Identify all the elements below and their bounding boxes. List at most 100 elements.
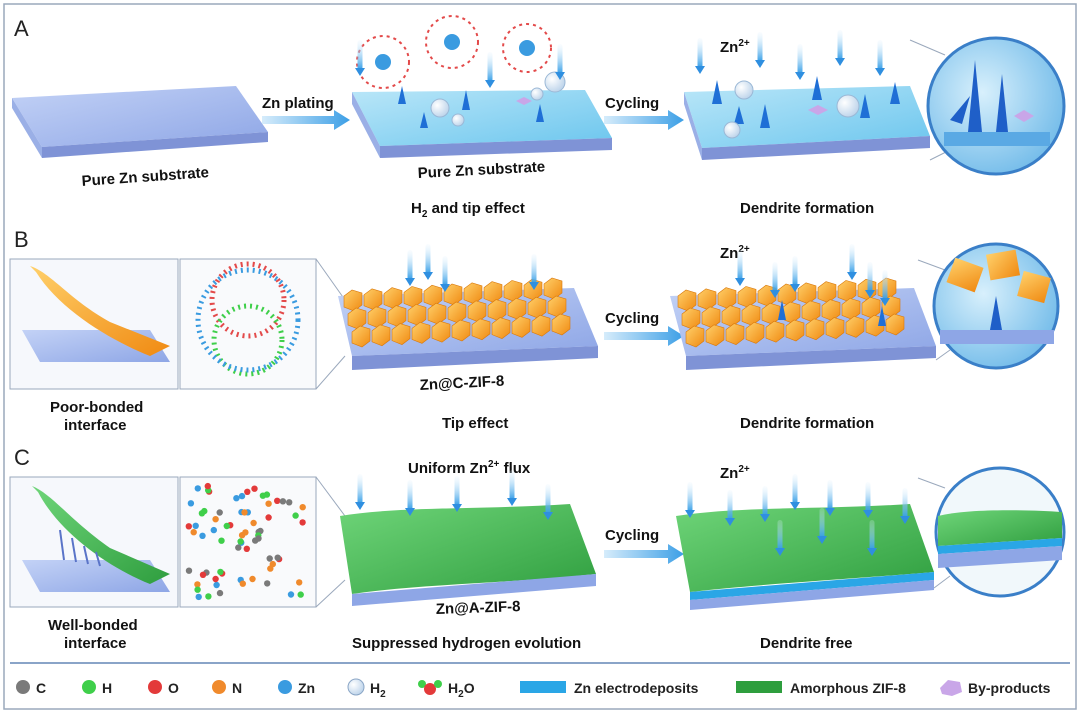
- interface-label-b1: Poor-bonded: [50, 399, 143, 416]
- process-arrow-a2: [604, 110, 684, 130]
- zn-ion-drop-tip: [685, 510, 695, 518]
- zif8-crystal: [463, 282, 483, 305]
- atom-dot: [299, 504, 306, 511]
- zn-ion-drop: [877, 40, 883, 70]
- zif8-crystal: [543, 277, 563, 300]
- zif8-crystal: [423, 284, 443, 307]
- zif8-crystal: [343, 289, 363, 312]
- zoom-line-a1: [909, 39, 946, 56]
- zn-ion-drop-tip: [543, 512, 553, 520]
- interface-label-b2: interface: [64, 417, 127, 434]
- zn-ion-drop-tip: [405, 278, 415, 286]
- panel-c-letter: C: [14, 445, 30, 470]
- panel-c: C Well-bonded interface Uniform Zn2+ flu…: [9, 445, 1066, 652]
- zoom-circle-b: [932, 242, 1060, 370]
- interface-label-c1: Well-bonded: [48, 617, 138, 634]
- atom-dot: [185, 567, 193, 574]
- zif8-crystal: [467, 300, 487, 323]
- zn-ion-drop-tip: [875, 68, 885, 76]
- amorphous-atoms-illustration: [185, 482, 306, 601]
- zn-ion-drop: [407, 250, 413, 280]
- atom-dot: [286, 499, 293, 506]
- atom-dot: [274, 554, 281, 561]
- zn-ion-drop-tip: [485, 80, 495, 88]
- atom-dot: [265, 500, 272, 507]
- zif8-crystal: [491, 317, 511, 339]
- atom-dot: [194, 485, 201, 492]
- zn-ion-drop: [777, 520, 783, 550]
- atom-dot: [239, 580, 246, 587]
- atom-dot: [216, 509, 223, 516]
- byproduct-hexagon-icon: [940, 680, 962, 696]
- atom-dot: [266, 555, 273, 562]
- zoom-circle-a: [926, 36, 1066, 176]
- legend-label: By-products: [968, 680, 1051, 696]
- atom-dot: [237, 538, 244, 545]
- zn-ion-drop: [697, 38, 703, 68]
- zif8-crystal: [685, 325, 705, 348]
- zn-ion-drop-tip: [355, 68, 365, 76]
- zn-ion-drop: [407, 480, 413, 510]
- pure-zn-slab: [12, 86, 268, 158]
- atom-dot: [251, 485, 258, 492]
- zn-ion-drop-tip: [423, 272, 433, 280]
- zif8-crystal: [701, 306, 721, 329]
- zn-ion-drop: [557, 44, 563, 74]
- zif8-crystal: [817, 281, 837, 303]
- zn-ion-drop-tip: [355, 502, 365, 510]
- poor-bonded-interface-illustration: [22, 266, 170, 362]
- zn-ion-flux-drops: [355, 30, 910, 556]
- atom-dot: [218, 537, 225, 544]
- atom-dot: [249, 575, 256, 583]
- atom-dot: [242, 529, 249, 536]
- caption-a2: Dendrite formation: [740, 200, 874, 217]
- zif8-crystal: [677, 289, 697, 312]
- legend-label: H2O: [448, 680, 475, 700]
- atom-dot: [297, 591, 304, 598]
- ion-label-a: Zn2+: [720, 38, 750, 56]
- zif8-crystal: [511, 316, 531, 338]
- zif8-crystal: [487, 299, 507, 321]
- zn-ion-drop: [792, 474, 798, 504]
- zif8-crystal: [825, 317, 845, 339]
- zn-ion-drop: [545, 484, 551, 514]
- atom-dot: [223, 522, 230, 530]
- zif8-crystal: [391, 323, 411, 345]
- zif8-crystal: [407, 304, 427, 326]
- atom-dot: [241, 509, 248, 516]
- zn-ion-drop: [772, 262, 778, 292]
- figure-frame: [3, 3, 1077, 710]
- caption-b2: Dendrite formation: [740, 415, 874, 432]
- zoom-line-b1: [315, 258, 346, 301]
- zn-ion-drop: [827, 480, 833, 510]
- zif8-crystal: [717, 287, 737, 309]
- zoom-line-c1: [315, 476, 346, 517]
- zif8-crystal: [351, 325, 371, 348]
- zif8-crystal: [551, 313, 571, 336]
- hydrogen-bubbles-a2: [723, 80, 860, 139]
- substrate-label-a2: Pure Zn substrate: [417, 158, 545, 182]
- zn-ion-drop-tip: [865, 290, 875, 298]
- atom-dot: [274, 497, 281, 504]
- zif8-crystal: [885, 313, 905, 336]
- amorphous-zif8-swatch: [736, 681, 782, 693]
- zn-ion-drop-tip: [405, 508, 415, 516]
- zoom-circle-c: [934, 466, 1066, 598]
- panel-b-letter: B: [14, 227, 29, 252]
- zif8-crystal: [531, 314, 551, 337]
- hydrogen-bubble-icon: [347, 678, 365, 696]
- legend-label: Zn: [298, 680, 315, 696]
- zn-ion-drop-tip: [760, 514, 770, 522]
- atom-dot: [238, 492, 246, 500]
- atom-dot: [201, 507, 208, 515]
- zn-ion-drop-tip: [835, 58, 845, 66]
- zoom-line-b4: [935, 349, 951, 361]
- zif8-crystal: [681, 307, 701, 330]
- zn-ion-drop: [849, 244, 855, 274]
- legend-item: By-products: [940, 680, 1051, 696]
- process-arrow-c: [604, 544, 684, 564]
- legend-item: Zn: [278, 680, 315, 696]
- zif8-crystal: [797, 282, 817, 305]
- legend-item: C: [16, 680, 46, 696]
